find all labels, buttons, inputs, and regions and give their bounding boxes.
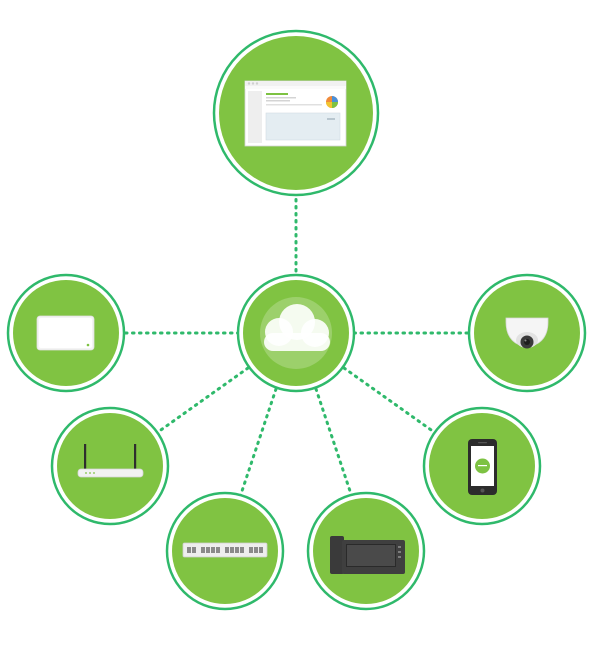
node-router[interactable] (50, 406, 170, 526)
wireless-access-point-icon (36, 315, 95, 351)
security-camera-icon (505, 317, 549, 349)
smartphone-icon (468, 439, 497, 495)
desk-phone-icon (330, 536, 405, 574)
link-cloud-switch (238, 387, 278, 499)
cloud-icon (260, 297, 332, 369)
node-camera[interactable] (467, 273, 587, 393)
node-phone[interactable] (422, 406, 542, 526)
link-cloud-phone (342, 366, 436, 434)
node-router-fill (57, 413, 163, 519)
link-cloud-desk-phone (314, 387, 354, 499)
node-access-point[interactable] (6, 273, 126, 393)
network-switch-icon (182, 542, 268, 558)
node-dashboard[interactable] (212, 29, 380, 197)
router-icon (77, 444, 144, 478)
node-switch[interactable] (165, 491, 285, 611)
links (121, 193, 470, 499)
node-cloud[interactable] (236, 273, 356, 393)
link-cloud-router (156, 366, 250, 434)
dashboard-window-icon (244, 80, 347, 147)
node-desk-phone[interactable] (306, 491, 426, 611)
